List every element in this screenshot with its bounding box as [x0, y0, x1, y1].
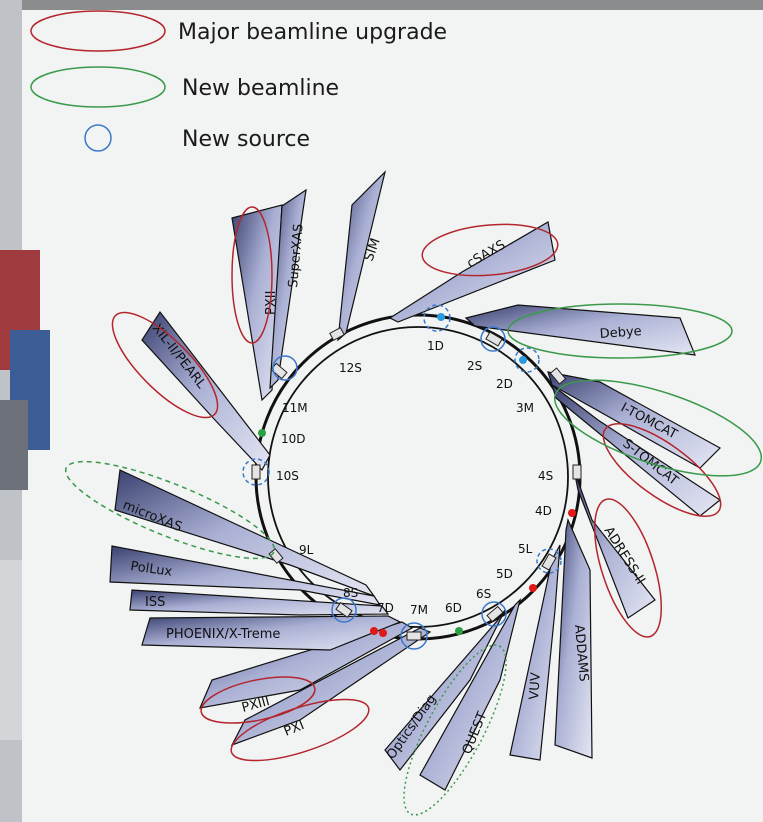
label-pollux: PolLux: [129, 559, 173, 580]
upgrade-dot-7d-b: [379, 629, 387, 637]
new-beamline-dot-10d: [258, 429, 266, 437]
beamline-pollux: [109, 545, 382, 606]
section-1d: 1D: [427, 339, 444, 353]
section-7d: 7D: [377, 601, 394, 615]
upgrade-dot-7d-a: [370, 627, 378, 635]
beamline-pxiii: [199, 621, 414, 709]
legend-new-source-label: New source: [182, 127, 310, 152]
legend: Major beamline upgrade New beamline New …: [30, 10, 447, 152]
label-pxiii: PXIII: [240, 694, 271, 716]
legend-major-upgrade-swatch: [30, 10, 166, 52]
label-addams: ADDAMS: [571, 624, 591, 682]
section-5l: 5L: [518, 542, 533, 556]
beamline-iss: [129, 589, 390, 616]
legend-major-upgrade-label: Major beamline upgrade: [178, 20, 447, 45]
beamlines: [109, 170, 722, 791]
label-vuv: VUV: [527, 672, 544, 700]
section-11m: 11M: [282, 401, 308, 415]
label-phoenix: PHOENIX/X-Treme: [166, 627, 280, 642]
legend-new-beamline-swatch: [30, 66, 166, 108]
section-8s: 8S: [343, 586, 358, 600]
beamline-addams: [554, 518, 593, 759]
upgrade-dot-5d: [529, 584, 537, 592]
section-2d: 2D: [496, 377, 513, 391]
section-3m: 3M: [516, 401, 534, 415]
section-7m: 7M: [410, 603, 428, 617]
legend-new-beamline-label: New beamline: [182, 76, 339, 101]
section-10d: 10D: [281, 432, 306, 446]
new-beamline-markers: [64, 303, 763, 816]
beamline-optics: [384, 609, 506, 771]
label-superxas: SuperXAS: [286, 223, 307, 288]
beamline-adress: [573, 469, 656, 619]
beamline-quest: [419, 598, 522, 791]
section-9l: 9L: [299, 543, 314, 557]
beamline-csaxs: [388, 221, 556, 323]
beamline-phoenix: [141, 615, 402, 651]
upgrade-dot-4d: [568, 509, 576, 517]
section-6s: 6S: [476, 587, 491, 601]
label-pxi: PXI: [282, 718, 307, 740]
section-4s: 4S: [538, 469, 553, 483]
label-iss: ISS: [145, 595, 165, 610]
beamline-vuv: [509, 544, 561, 761]
new-source-markers: [242, 304, 562, 650]
beamline-microxas: [114, 469, 376, 598]
section-6d: 6D: [445, 601, 462, 615]
insertion-devices: [251, 326, 582, 641]
source-dot-2d: [519, 356, 527, 364]
new-beamline-dot-6d: [455, 627, 463, 635]
section-12s: 12S: [339, 361, 362, 375]
label-sim: SIM: [362, 236, 384, 263]
beamline-superxas: [269, 188, 307, 390]
label-pxii: PXII: [264, 291, 279, 315]
section-10s: 10S: [276, 469, 299, 483]
markers: [258, 313, 576, 637]
section-2s: 2S: [467, 359, 482, 373]
source-dot-1d: [437, 313, 445, 321]
beamline-pxii: [231, 204, 283, 402]
section-5d: 5D: [496, 567, 513, 581]
section-4d: 4D: [535, 504, 552, 518]
beamline-xil: [141, 310, 271, 472]
major-upgrade-markers: [111, 206, 722, 762]
beamline-pxi: [230, 627, 432, 747]
label-debye: Debye: [599, 324, 642, 342]
legend-new-source-swatch: [84, 124, 112, 152]
